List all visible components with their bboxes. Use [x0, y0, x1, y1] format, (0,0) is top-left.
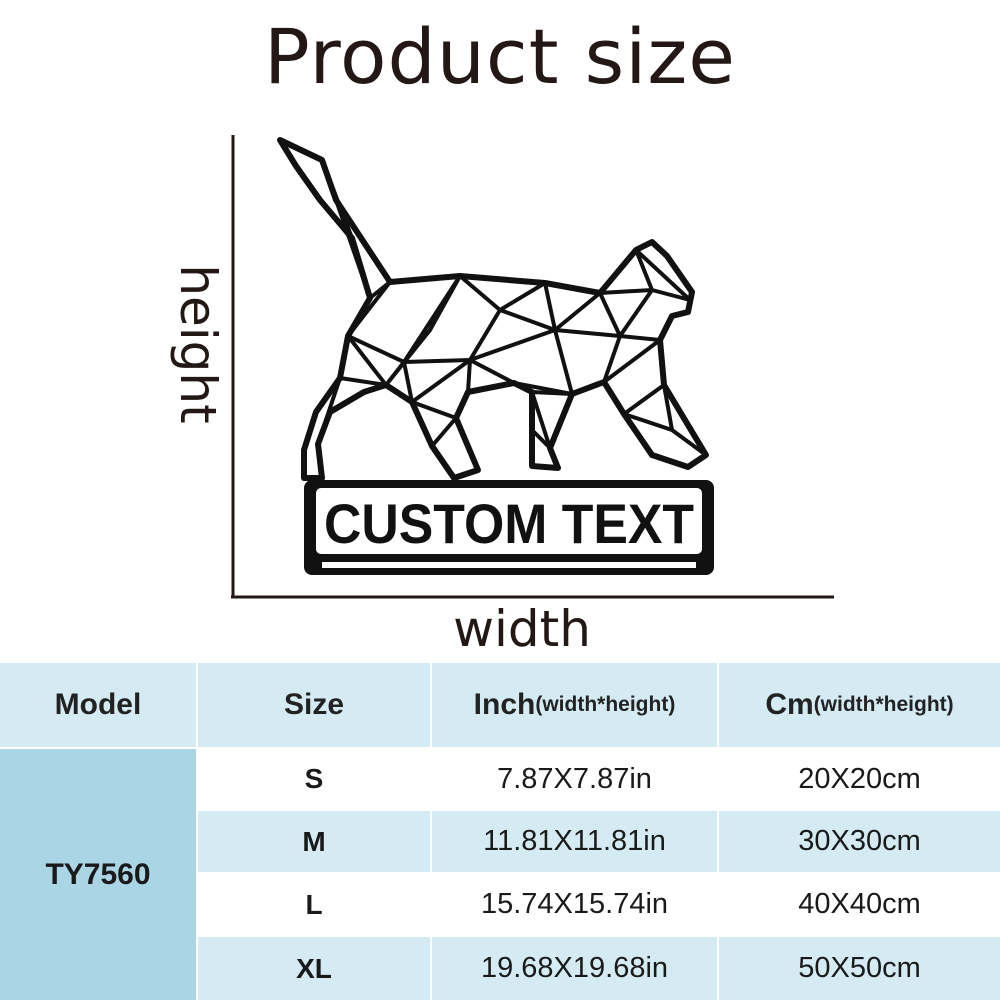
custom-text-sign: CUSTOM TEXT: [304, 480, 714, 575]
table-row-inch: 11.81X11.81in: [432, 811, 717, 872]
table-row-cm: 30X30cm: [719, 811, 1000, 872]
table-row-cm: 50X50cm: [719, 937, 1000, 1000]
table-row-inch: 15.74X15.74in: [432, 874, 717, 935]
header-inch: Inch(width*height): [432, 663, 717, 747]
page-title: Product size: [263, 12, 737, 101]
table-row-cm: 40X40cm: [719, 874, 1000, 935]
cat-illustration: [277, 137, 709, 481]
header-inch-sub: (width*height): [535, 693, 676, 716]
header-cm-label: Cm: [765, 688, 814, 721]
table-row-size: M: [198, 811, 430, 872]
header-cm: Cm(width*height): [719, 663, 1000, 747]
header-model-label: Model: [54, 688, 142, 721]
model-value: TY7560: [45, 857, 151, 891]
size-table: Model Size Inch(width*height) Cm(width*h…: [0, 663, 1000, 1000]
table-row-inch: 19.68X19.68in: [432, 937, 717, 1000]
header-size-label: Size: [283, 688, 345, 721]
table-row-cm: 20X20cm: [719, 749, 1000, 809]
table-row-size: L: [198, 874, 430, 935]
table-row-inch: 7.87X7.87in: [432, 749, 717, 809]
model-cell: TY7560: [0, 749, 196, 1000]
width-label: width: [453, 600, 591, 658]
table-row-size: XL: [198, 937, 430, 1000]
sign-text: CUSTOM TEXT: [324, 492, 694, 555]
header-size: Size: [198, 663, 430, 747]
header-inch-label: Inch: [473, 688, 536, 721]
height-label: height: [169, 264, 227, 424]
header-model: Model: [0, 663, 196, 747]
product-diagram: CUSTOM TEXT: [231, 135, 834, 599]
header-cm-sub: (width*height): [813, 693, 954, 716]
table-row-size: S: [198, 749, 430, 809]
